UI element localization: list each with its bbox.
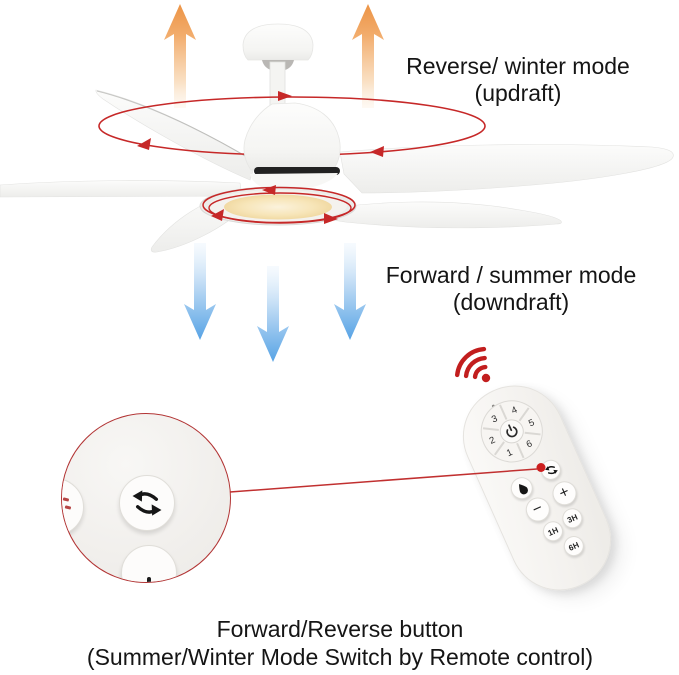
timer-3h-label: 3H [565, 511, 580, 525]
fan-blade [339, 144, 674, 194]
fan-blade [0, 180, 243, 198]
timer-1h-label: 1H [546, 524, 560, 538]
water-drop-icon [518, 483, 528, 495]
forward-mode-label: Forward / summer mode [385, 262, 637, 288]
remote-control: 1 2 3 4 5 6 [446, 369, 628, 607]
magnified-minus-button [121, 545, 177, 582]
reverse-mode-annotation: Reverse/ winter mode (updraft) [353, 53, 679, 107]
rotation-arrowheads [137, 91, 384, 224]
speed-button-4[interactable]: 4 [510, 405, 519, 417]
speed-button-1[interactable]: 1 [505, 447, 514, 459]
caption: Forward/Reverse button (Summer/Winter Mo… [20, 615, 660, 671]
minus-mark [147, 577, 151, 582]
downdraft-arrow-1 [184, 243, 216, 340]
rotation-ellipse-lower-2 [208, 192, 352, 224]
fan-speed-down-button[interactable]: − [521, 493, 554, 526]
swap-arrows-icon [544, 465, 558, 474]
caption-line2: (Summer/Winter Mode Switch by Remote con… [86, 644, 594, 670]
swap-arrows-icon-large [132, 490, 162, 516]
motor-housing [243, 102, 341, 171]
power-icon [506, 424, 518, 438]
fan-blade [309, 201, 562, 229]
fan-blade-edge [96, 90, 253, 161]
speed-dial[interactable]: 1 2 3 4 5 6 [468, 388, 555, 475]
power-button[interactable] [497, 416, 527, 446]
forward-reverse-button[interactable] [537, 456, 564, 484]
caption-line1: Forward/Reverse button [216, 616, 464, 642]
forward-mode-annotation: Forward / summer mode (downdraft) [346, 262, 676, 316]
updraft-arrow-left [164, 4, 196, 108]
downrod [269, 61, 286, 109]
downdraft-arrow-3 [334, 243, 366, 340]
updraft-label: (updraft) [474, 80, 562, 106]
downdraft-label: (downdraft) [452, 289, 570, 315]
magnified-forward-reverse-button[interactable] [119, 475, 175, 531]
speed-button-3[interactable]: 3 [490, 413, 499, 425]
magnified-button-view [61, 413, 231, 583]
speed-button-5[interactable]: 5 [527, 417, 536, 429]
plus-label: + [556, 483, 573, 503]
motor-gap [254, 167, 340, 175]
speed-button-2[interactable]: 2 [488, 435, 497, 447]
canopy [242, 23, 314, 61]
fan-speed-up-button[interactable]: + [548, 477, 581, 510]
wifi-signal-icon [454, 346, 491, 383]
downdraft-arrow-2 [257, 266, 289, 362]
speed-button-6[interactable]: 6 [525, 438, 534, 450]
minus-label: − [529, 499, 546, 519]
timer-3h-button[interactable]: 3H [559, 505, 586, 532]
timer-6h-label: 6H [567, 539, 581, 553]
updraft-arrow-right [352, 4, 384, 108]
reverse-mode-label: Reverse/ winter mode [406, 53, 630, 79]
light-glow [224, 194, 332, 220]
timer-6h-button[interactable]: 6H [560, 532, 587, 560]
